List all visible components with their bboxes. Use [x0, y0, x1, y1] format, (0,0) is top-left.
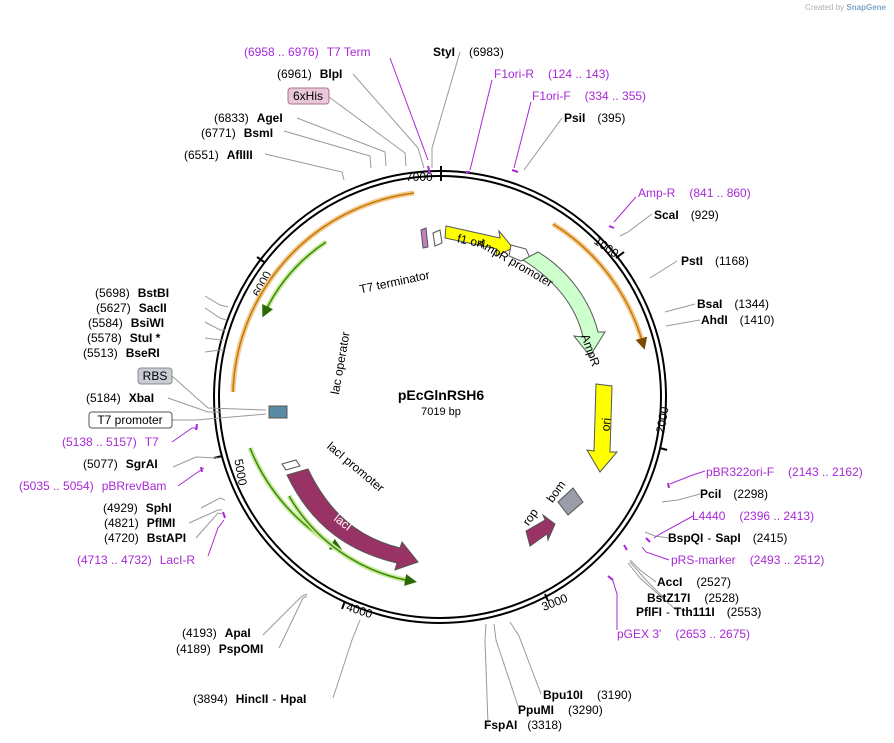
orf-left [232, 192, 415, 393]
site-pflmi: (4821)PflMI [104, 516, 175, 530]
site-bseri: (5513)BseRI [83, 346, 160, 360]
primer-pgex-3: pGEX 3'(2653 .. 2675) [617, 627, 750, 641]
site-acci: AccI(2527) [657, 575, 731, 589]
orf-green-top [262, 241, 327, 318]
site-ahdi: AhdI(1410) [701, 313, 774, 327]
feature-bom [557, 487, 584, 516]
orf-right [552, 223, 648, 350]
primer-leader-lines [171, 57, 706, 630]
site-pflfi-tth111i: PflFI-Tth111I(2553) [636, 605, 761, 619]
tick-2000: 2000 [653, 405, 671, 434]
tick-7000: 7000 [406, 170, 433, 184]
primer-f1ori-f: F1ori-F(334 .. 355) [532, 89, 646, 103]
tick-marks [213, 251, 668, 610]
site-scai: ScaI(929) [654, 208, 719, 222]
site-bsmi: (6771)BsmI [201, 126, 273, 140]
primer-t7: (5138 .. 5157)T7 [62, 435, 159, 449]
t7-promoter-label: T7 promoter [97, 413, 162, 427]
credit-prefix: Created by [805, 3, 845, 12]
primer-l4440: L4440(2396 .. 2413) [692, 509, 814, 523]
feature-ori-label: ori [598, 417, 613, 432]
feature-lac-operator [268, 405, 288, 419]
site-bspqi-sapi: BspQI-SapI(2415) [668, 531, 787, 545]
orf-green-bottom [288, 495, 417, 586]
feature-f1-ori [444, 225, 514, 257]
his-tag-box [287, 87, 330, 105]
site-pcii: PciI(2298) [700, 487, 768, 501]
site-afliii: (6551)AflIII [184, 148, 253, 162]
rbs-box [137, 367, 173, 385]
feature-rop [525, 513, 556, 547]
primer-laci-r: (4713 .. 4732)LacI-R [77, 553, 195, 567]
credit-brand: SnapGene [846, 3, 886, 12]
feature-lac-operator-label: lac operator [328, 331, 353, 396]
feature-ampr [522, 251, 606, 357]
primer-amp-r: Amp-R(841 .. 860) [638, 186, 751, 200]
site-ppumi: PpuMI(3290) [518, 703, 603, 717]
site-stui: (5578)StuI * [87, 331, 161, 345]
site-bstbi: (5698)BstBI [95, 286, 169, 300]
tick-5000: 5000 [231, 458, 249, 487]
feature-laci-promoter-label: lacI promoter [324, 439, 387, 495]
site-pspomi: (4189)PspOMI [176, 642, 263, 656]
his-tag-label: 6xHis [293, 89, 323, 103]
tick-3000: 3000 [540, 591, 570, 614]
feature-t7-term-marker [432, 229, 443, 247]
primer-pbrrevbam: (5035 .. 5054)pBRrevBam [19, 479, 166, 493]
primer-t7-term: (6958 .. 6976)T7 Term [244, 45, 371, 59]
site-bsiwi: (5584)BsiWI [88, 316, 164, 330]
rbs-label: RBS [143, 369, 168, 383]
feature-ori [586, 383, 619, 473]
site-xbai: (5184)XbaI [86, 391, 154, 405]
feature-f1-ori-label: f1 ori [456, 231, 485, 250]
primer-f1ori-r: F1ori-R(124 .. 143) [494, 67, 609, 81]
site-hincii-hpai: (3894)HincII-HpaI [193, 692, 306, 706]
feature-t7-terminator [420, 227, 429, 249]
snapgene-credit: Created by SnapGene [805, 3, 886, 12]
site-styi: StyI(6983) [433, 45, 504, 59]
site-bpu10i: Bpu10I(3190) [543, 688, 632, 702]
site-leader-lines [167, 51, 701, 725]
site-fspai: FspAI(3318) [484, 718, 562, 732]
site-psti: PstI(1168) [681, 254, 749, 268]
t7-promoter-box [88, 411, 173, 429]
plasmid-length: 7019 bp [421, 406, 461, 418]
feature-laci [286, 468, 419, 571]
site-agei: (6833)AgeI [214, 111, 283, 125]
site-psii: PsiI(395) [564, 111, 625, 125]
site-sacii: (5627)SacII [96, 301, 167, 315]
site-blpi: (6961)BlpI [277, 67, 342, 81]
plasmid-name: pEcGlnRSH6 [398, 387, 485, 403]
site-sphi: (4929)SphI [103, 501, 172, 515]
feature-laci-promoter-marker [281, 459, 301, 471]
orf-left-glow [230, 190, 415, 393]
primer-pbr322ori-f: pBR322ori-F(2143 .. 2162) [706, 465, 863, 479]
feature-t7-terminator-label: T7 terminator [358, 268, 431, 297]
site-apai: (4193)ApaI [182, 626, 251, 640]
tick-4000: 4000 [345, 600, 375, 622]
site-sgrai: (5077)SgrAI [83, 457, 158, 471]
site-bsai: BsaI(1344) [697, 297, 769, 311]
site-bstz17i: BstZ17I(2528) [647, 591, 739, 605]
site-bstapi: (4720)BstAPI [104, 531, 186, 545]
primer-marks [195, 165, 670, 581]
primer-prs-marker: pRS-marker(2493 .. 2512) [671, 553, 824, 567]
